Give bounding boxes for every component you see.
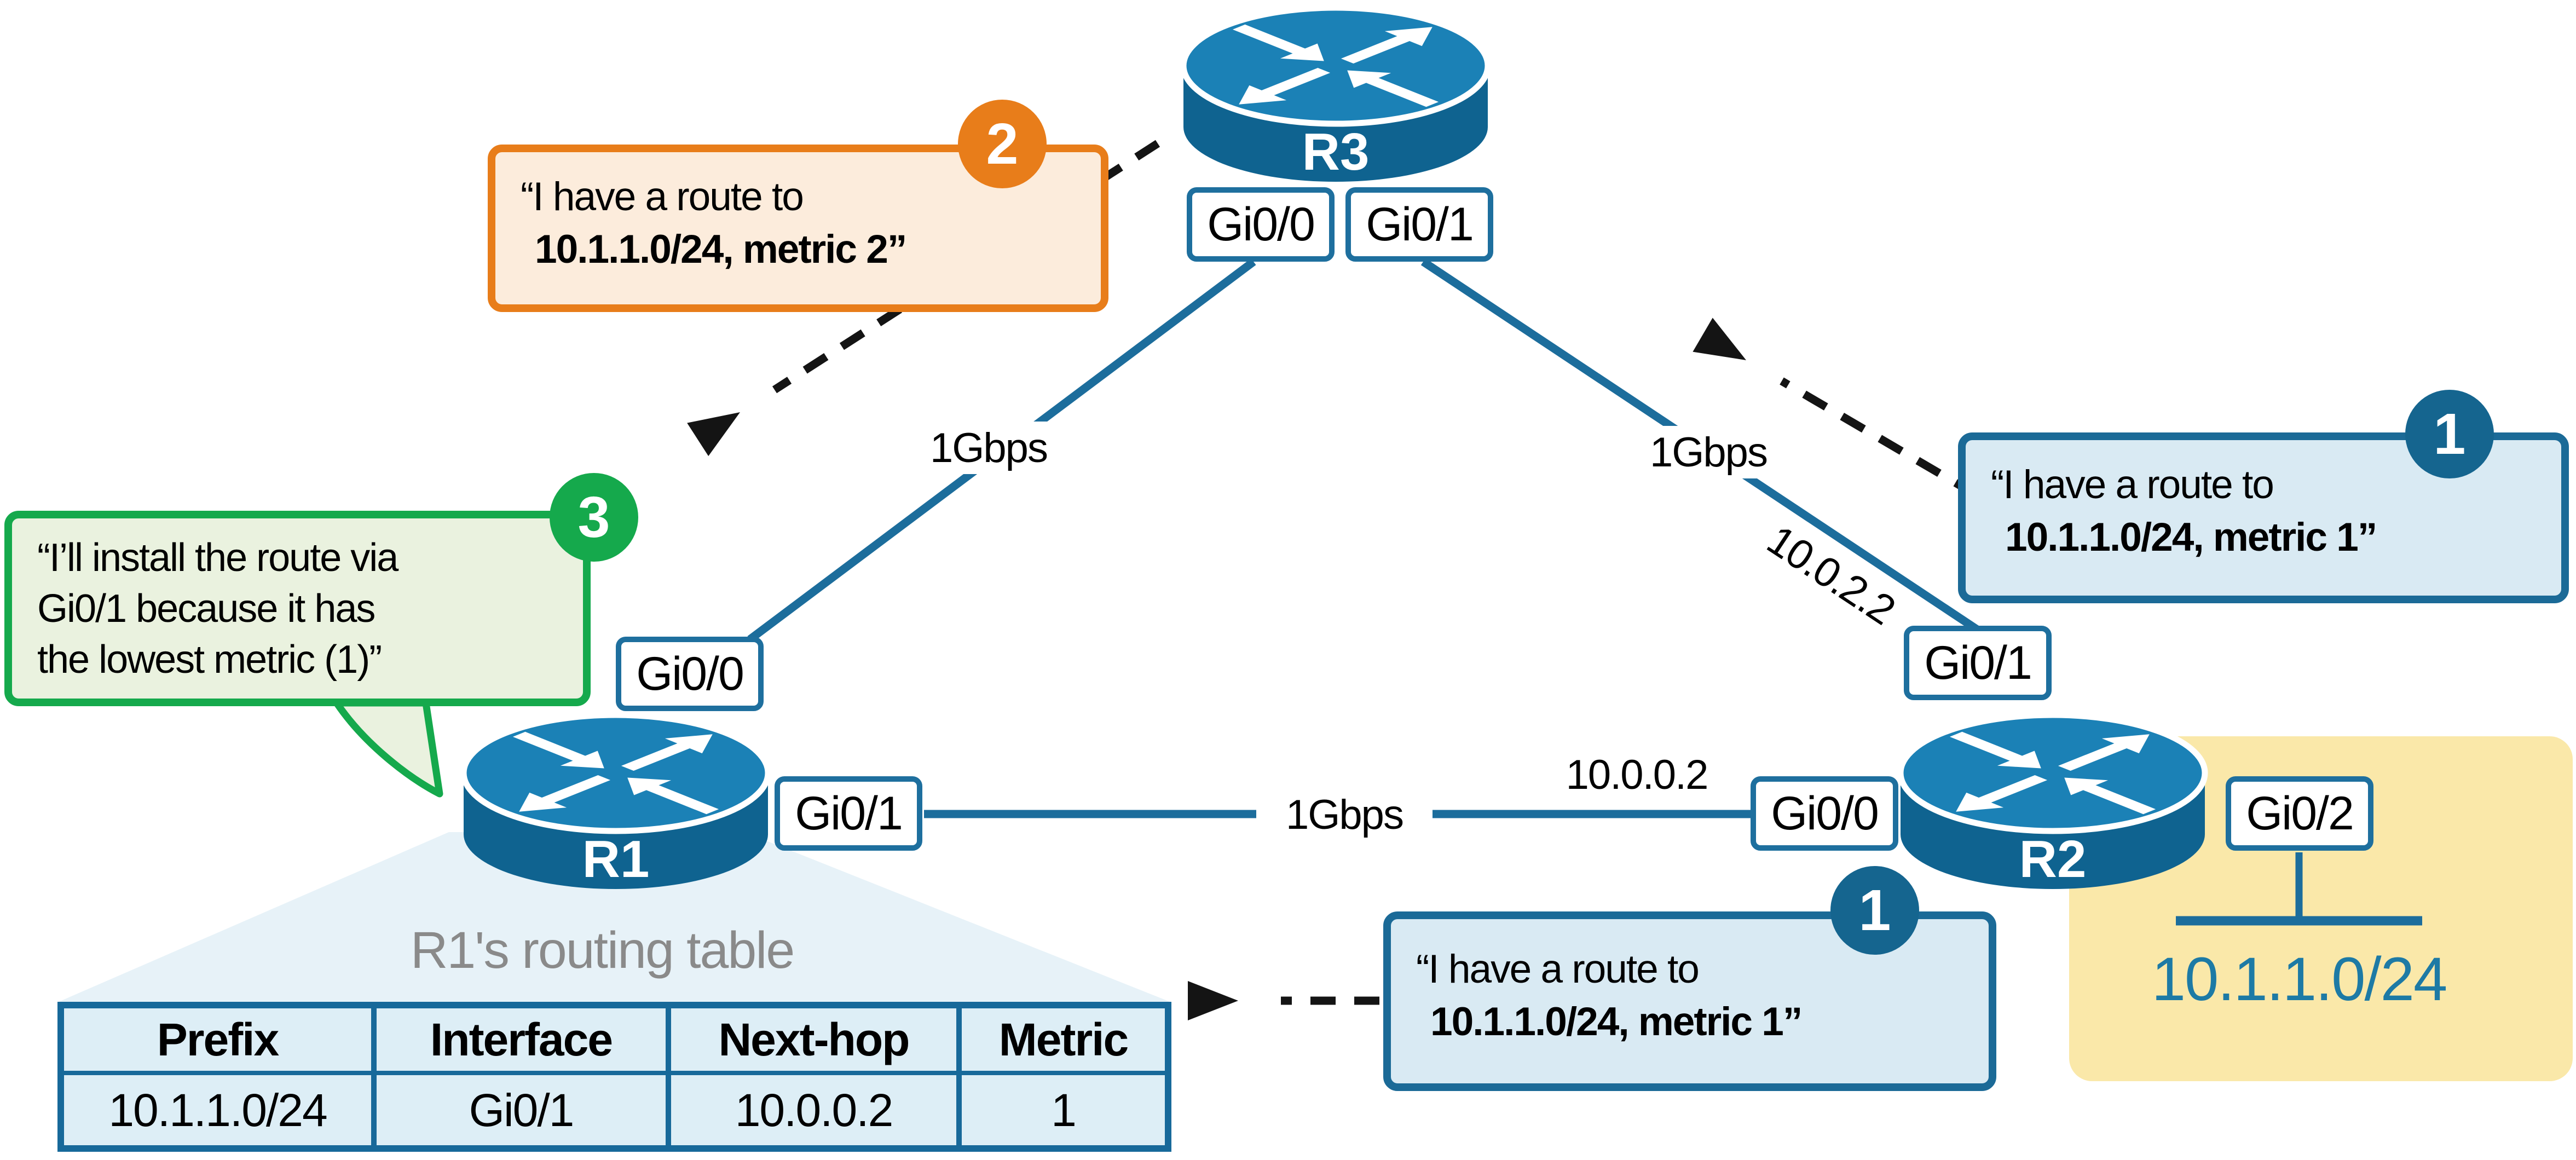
router-r3-label: R3 bbox=[1302, 123, 1370, 181]
routing-table-header-prefix: Prefix bbox=[64, 1008, 377, 1075]
interface-r3-gi01: Gi0/1 bbox=[1345, 187, 1493, 262]
routing-table-cell-interface: Gi0/1 bbox=[377, 1075, 671, 1145]
routing-table-cell-metric: 1 bbox=[1051, 1084, 1077, 1136]
interface-r1-gi00: Gi0/0 bbox=[616, 637, 764, 711]
advert-arrow-step1-bottom bbox=[1188, 981, 1379, 1020]
router-r2: R2 bbox=[1901, 715, 2205, 889]
routing-table-spotlight bbox=[57, 832, 1171, 1002]
interface-r2-gi02: Gi0/2 bbox=[2226, 776, 2373, 851]
callout-step1-bottom-line2: 10.1.1.0/24, metric 1” bbox=[1430, 1000, 1803, 1044]
badge-step3: 3 bbox=[550, 473, 638, 562]
badge-step1-bottom: 1 bbox=[1830, 866, 1919, 955]
advert-arrow-step1-top bbox=[1693, 318, 1979, 499]
lan-prefix-label: 10.1.1.0/24 bbox=[2151, 944, 2448, 1013]
callout-step2-line2: 10.1.1.0/24, metric 2” bbox=[535, 227, 907, 272]
routing-table-header-metric: Metric bbox=[962, 1008, 1165, 1075]
callout-step1-top-line2: 10.1.1.0/24, metric 1” bbox=[2005, 515, 2377, 559]
interface-r2-gi01: Gi0/1 bbox=[1904, 626, 2052, 700]
routing-table-header-nexthop: Next-hop bbox=[671, 1008, 962, 1075]
interface-r2-gi00: Gi0/0 bbox=[1751, 776, 1898, 851]
speed-label-r3-r1: 1Gbps bbox=[900, 422, 1077, 474]
routing-table-title: R1's routing table bbox=[410, 921, 795, 979]
callout-step2: “I have a route to 10.1.1.0/24, metric 2… bbox=[488, 145, 1108, 312]
callout-step1-top: “I have a route to 10.1.1.0/24, metric 1… bbox=[1958, 432, 2569, 603]
interface-r1-gi01: Gi0/1 bbox=[775, 776, 922, 851]
speed-label-r1-r2: 1Gbps bbox=[1256, 788, 1433, 841]
interface-r3-gi00: Gi0/0 bbox=[1187, 187, 1335, 262]
router-r3: R3 bbox=[1183, 8, 1488, 182]
router-r2-label: R2 bbox=[2019, 830, 2087, 888]
callout-step3-line3: the lowest metric (1)” bbox=[37, 638, 382, 682]
callout-step1-top-line1: “I have a route to bbox=[1991, 463, 2274, 507]
router-r1: R1 bbox=[464, 715, 768, 889]
ip-label-10-0-0-2: 10.0.0.2 bbox=[1566, 751, 1709, 798]
step3-callout-tail bbox=[333, 699, 443, 798]
routing-table: Prefix Interface Next-hop Metric 10.1.1.… bbox=[57, 1002, 1171, 1152]
routing-table-header-interface: Interface bbox=[377, 1008, 671, 1075]
badge-step1-top: 1 bbox=[2405, 390, 2494, 478]
router-r1-label: R1 bbox=[582, 830, 650, 888]
callout-step3-line1: “I’ll install the route via bbox=[37, 536, 398, 580]
callout-step3: “I’ll install the route via Gi0/1 becaus… bbox=[4, 511, 591, 706]
routing-table-cell-prefix: 10.1.1.0/24 bbox=[64, 1075, 377, 1145]
callout-step3-line2: Gi0/1 because it has bbox=[37, 587, 376, 631]
routing-table-cell-nexthop: 10.0.0.2 bbox=[671, 1075, 962, 1145]
speed-label-r3-r2: 1Gbps bbox=[1620, 426, 1797, 478]
callout-step1-bottom-line1: “I have a route to bbox=[1416, 947, 1700, 991]
badge-step2: 2 bbox=[958, 100, 1047, 188]
callout-step2-line1: “I have a route to bbox=[521, 175, 804, 219]
